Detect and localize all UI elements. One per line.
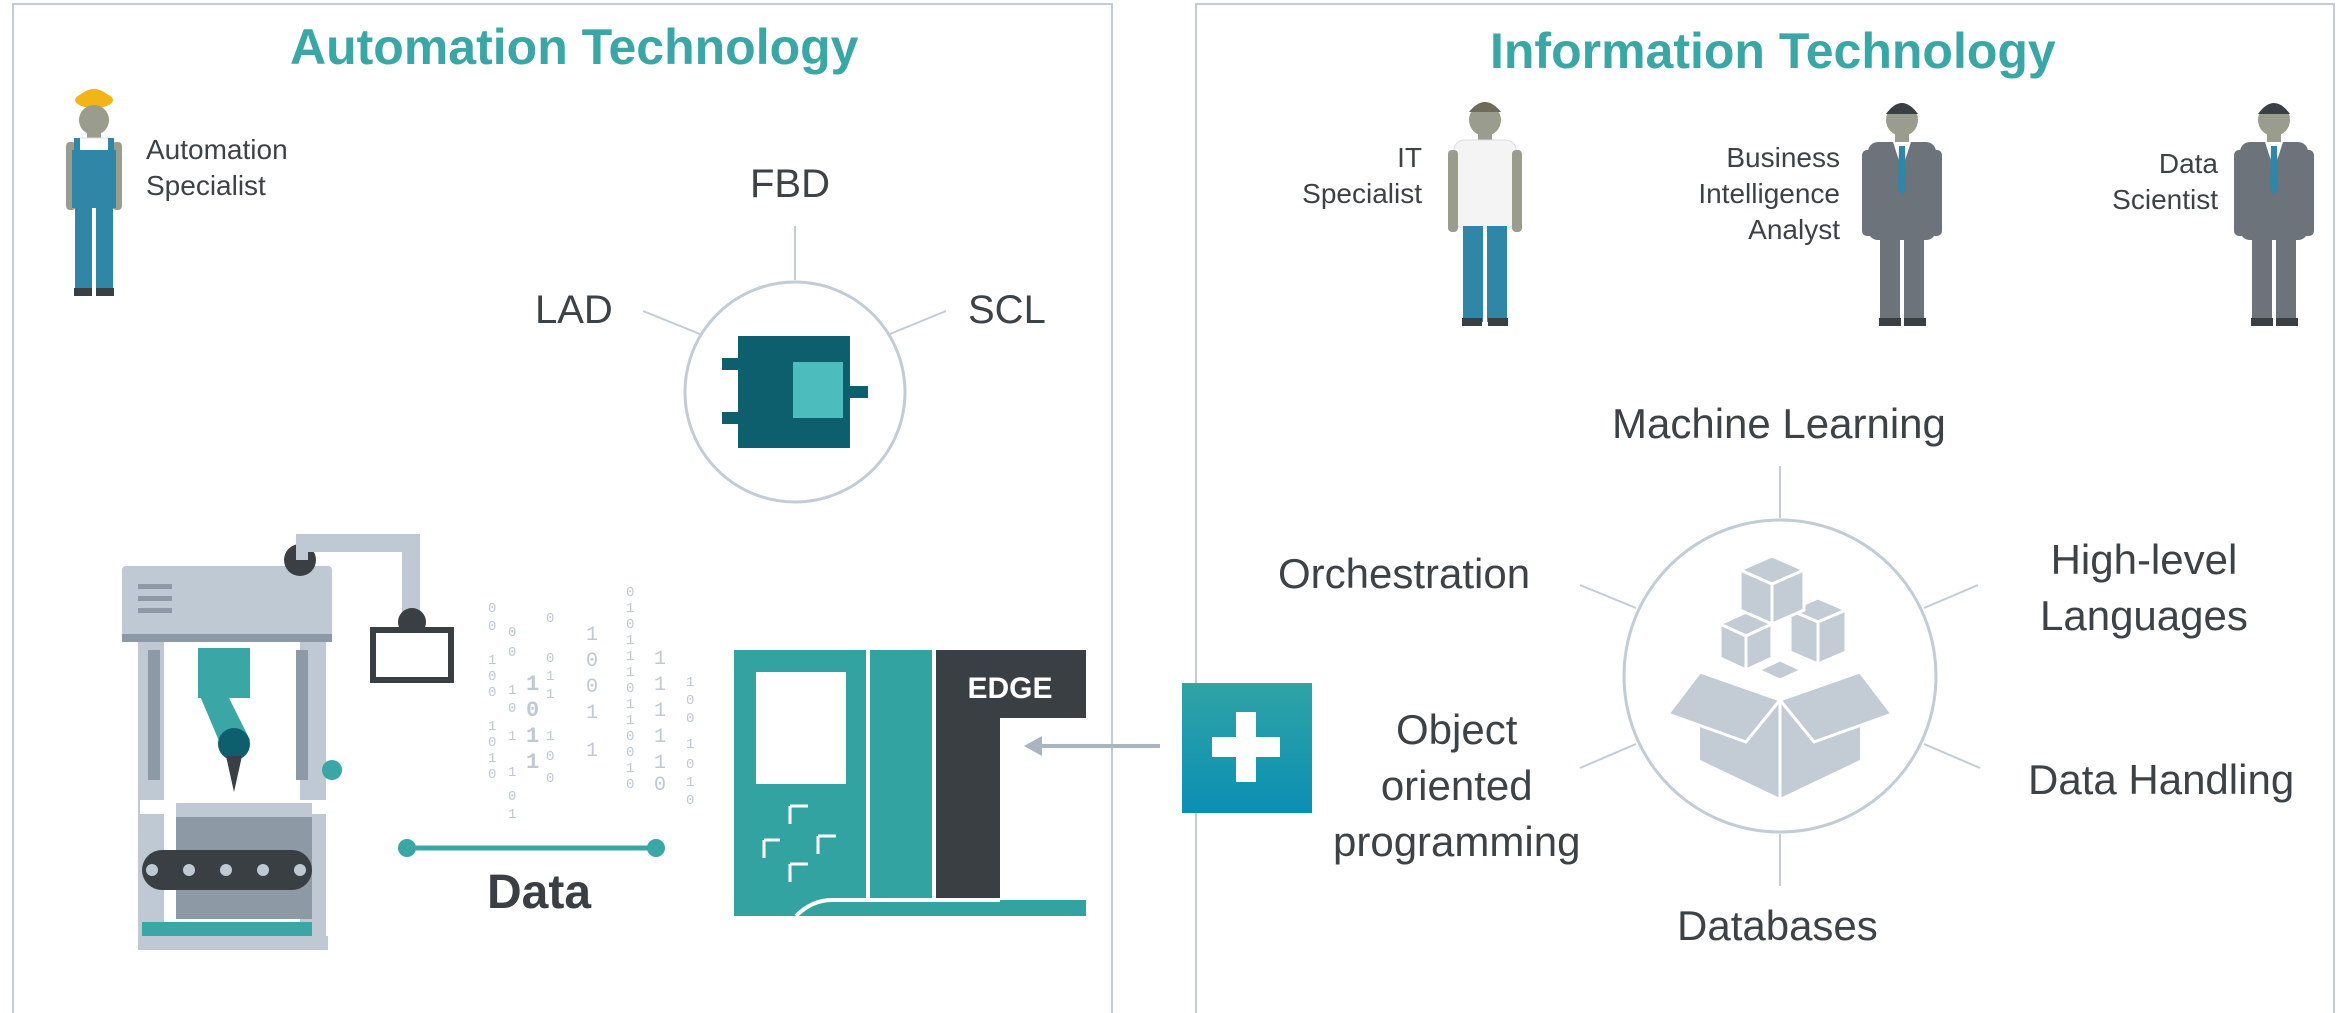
automation-specialist-label: Automation Specialist [146,134,288,201]
binary-col-5: 0 [626,777,634,793]
data-connector [398,839,665,857]
binary-col-4: 1 [546,729,554,745]
binary-col-8: 1 [586,624,598,647]
bi-analyst-label: Business Intelligence Analyst [1698,142,1840,245]
binary-col-5: 0 [626,729,634,745]
binary-col-2: 0 [508,701,516,717]
binary-col-5: 0 [626,745,634,761]
binary-col-4: 0 [546,651,554,667]
binary-col-5: 1 [626,601,634,617]
binary-col-1: 0 [488,685,496,701]
topic-oop: Object oriented programming [1333,706,1581,865]
binary-col-2: 0 [508,789,516,805]
binary-col-7: 1 [526,750,539,775]
binary-col-9: 1 [654,700,666,723]
binary-col-5: 1 [626,649,634,665]
business-person-icon [2234,103,2314,326]
lang-scl: SCL [968,288,1046,332]
binary-col-5: 1 [626,633,634,649]
binary-col-1: 1 [488,653,496,669]
topic-orchestration: Orchestration [1278,550,1531,597]
binary-col-7: 1 [526,724,539,749]
binary-col-2: 1 [508,683,516,699]
topic-machine-learning: Machine Learning [1612,400,1946,447]
binary-col-4: 0 [546,749,554,765]
binary-col-6: 0 [686,693,694,709]
binary-col-8: 1 [586,740,598,763]
edge-device-icon: EDGE [734,650,1086,918]
binary-col-9: 1 [654,648,666,671]
binary-stream: 0 0 0 0 1 0 0 1 0 1 0 1 0 1 1 0 1 0 0 1 … [488,585,694,823]
binary-col-5: 0 [626,681,634,697]
binary-col-1: 0 [488,619,496,635]
binary-col-3: 0 [546,611,554,627]
binary-col-2: 0 [508,645,516,661]
it-specialist-label: IT Specialist [1302,142,1422,209]
binary-col-5: 0 [626,617,634,633]
automation-panel [12,3,1113,1013]
binary-col-1: 0 [488,767,496,783]
binary-col-1: 0 [488,601,496,617]
data-scientist-label: Data Scientist [2112,148,2218,215]
information-panel [1195,3,2335,1013]
robot-machine-icon [122,534,454,950]
binary-col-6: 1 [686,775,694,791]
topic-data-handling: Data Handling [2028,756,2295,803]
binary-col-5: 1 [626,665,634,681]
worker-icon [66,89,122,296]
binary-col-8: 0 [586,650,598,673]
data-label: Data [487,866,592,919]
binary-col-5: 1 [626,761,634,777]
binary-col-7: 1 [526,672,539,697]
binary-col-8: 0 [586,676,598,699]
binary-col-1: 0 [488,669,496,685]
binary-col-1: 1 [488,751,496,767]
binary-col-9: 1 [654,726,666,749]
information-title: Information Technology [1490,23,2056,79]
binary-col-4: 1 [546,669,554,685]
function-block-icon [642,226,947,504]
binary-col-6: 0 [686,711,694,727]
automation-title: Automation Technology [290,19,859,75]
binary-col-9: 1 [654,674,666,697]
binary-col-2: 1 [508,765,516,781]
binary-col-6: 0 [686,793,694,809]
binary-col-9: 1 [654,752,666,775]
binary-col-1: 0 [488,735,496,751]
binary-col-6: 0 [686,757,694,773]
binary-col-2: 1 [508,807,516,823]
binary-col-1: 1 [488,719,496,735]
binary-col-8: 1 [586,702,598,725]
binary-col-5: 1 [626,697,634,713]
binary-col-5: 1 [626,713,634,729]
plus-icon [1182,683,1312,813]
binary-col-5: 0 [626,585,634,601]
topic-high-level-languages: High-level Languages [2040,536,2248,639]
business-person-icon [1862,103,1942,326]
binary-col-9: 0 [654,774,666,797]
binary-col-6: 1 [686,737,694,753]
topic-databases: Databases [1677,902,1878,949]
lang-fbd: FBD [750,162,830,206]
binary-col-7: 0 [526,698,539,723]
binary-col-2: 0 [508,625,516,641]
lang-lad: LAD [535,288,613,332]
it-person-icon [1448,102,1522,326]
arrow-icon [1024,736,1160,756]
edge-label: EDGE [967,672,1052,705]
binary-col-2: 1 [508,729,516,745]
binary-col-4: 0 [546,771,554,787]
binary-col-6: 1 [686,675,694,691]
binary-col-4: 1 [546,687,554,703]
boxes-icon [1579,466,1981,886]
